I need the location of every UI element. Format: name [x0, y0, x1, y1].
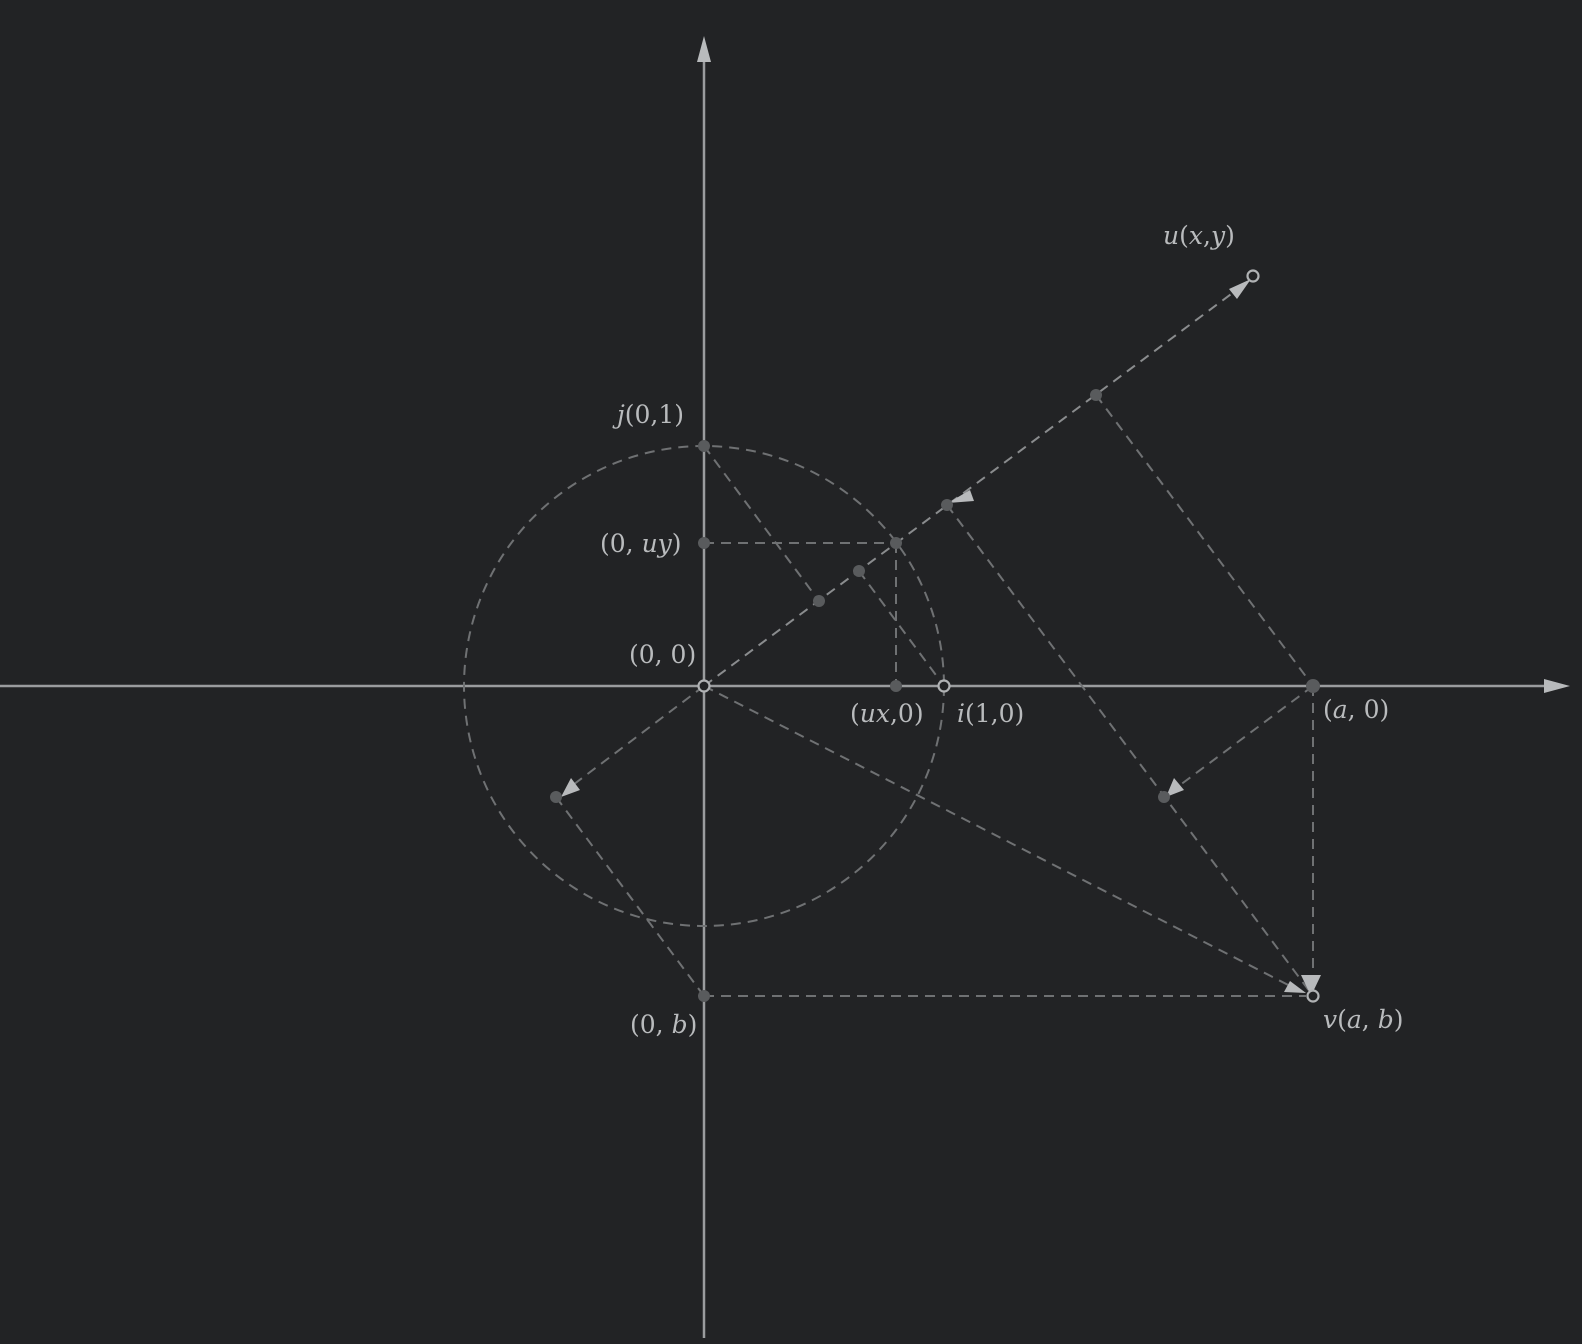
point-b [698, 990, 710, 1002]
point-u-intermediate [941, 499, 953, 511]
point-u-unit [890, 537, 902, 549]
label-a: (a, 0) [1323, 695, 1389, 724]
point-v [1306, 989, 1320, 1003]
a-vector-arrowhead [1166, 778, 1184, 797]
point-j [698, 440, 710, 452]
point-origin [697, 679, 711, 693]
point-a-vector-tip [1158, 791, 1170, 803]
vector-u-line [703, 282, 1247, 687]
point-neg-vector-tip [550, 791, 562, 803]
point-a-projection [1090, 389, 1102, 401]
i-projection-line [858, 570, 945, 687]
label-v: v(a, b) [1323, 1005, 1403, 1034]
u-back-arrowhead [948, 490, 974, 503]
point-a [1306, 679, 1320, 693]
label-ux: (ux,0) [850, 699, 924, 728]
label-uy: (0, uy) [600, 529, 682, 558]
point-j-projection [813, 595, 825, 607]
y-axis-arrowhead [697, 36, 711, 62]
j-projection-line [703, 445, 820, 602]
a-projection-line [1095, 394, 1314, 687]
point-uy [698, 537, 710, 549]
neg-to-b-line [555, 796, 705, 997]
x-axis-arrowhead [1544, 679, 1570, 693]
point-i-projection [853, 565, 865, 577]
u-to-v-line [946, 504, 1314, 997]
label-b: (0, b) [630, 1010, 697, 1039]
label-origin: (0, 0) [629, 640, 696, 669]
origin-to-neg-line [568, 685, 705, 789]
u-arrowhead [1229, 279, 1251, 299]
point-ux [890, 680, 902, 692]
v-down-arrowhead [1301, 975, 1321, 996]
point-u [1246, 269, 1260, 283]
label-i: i(1,0) [957, 699, 1024, 728]
label-u: u(x,y) [1163, 221, 1235, 250]
a-to-vector-line [1163, 685, 1314, 798]
v-diag-arrowhead [1284, 981, 1306, 993]
point-i [937, 679, 951, 693]
neg-vector-arrowhead [561, 778, 580, 797]
origin-to-v-line [703, 685, 1299, 991]
label-j: j(0,1) [612, 400, 684, 429]
